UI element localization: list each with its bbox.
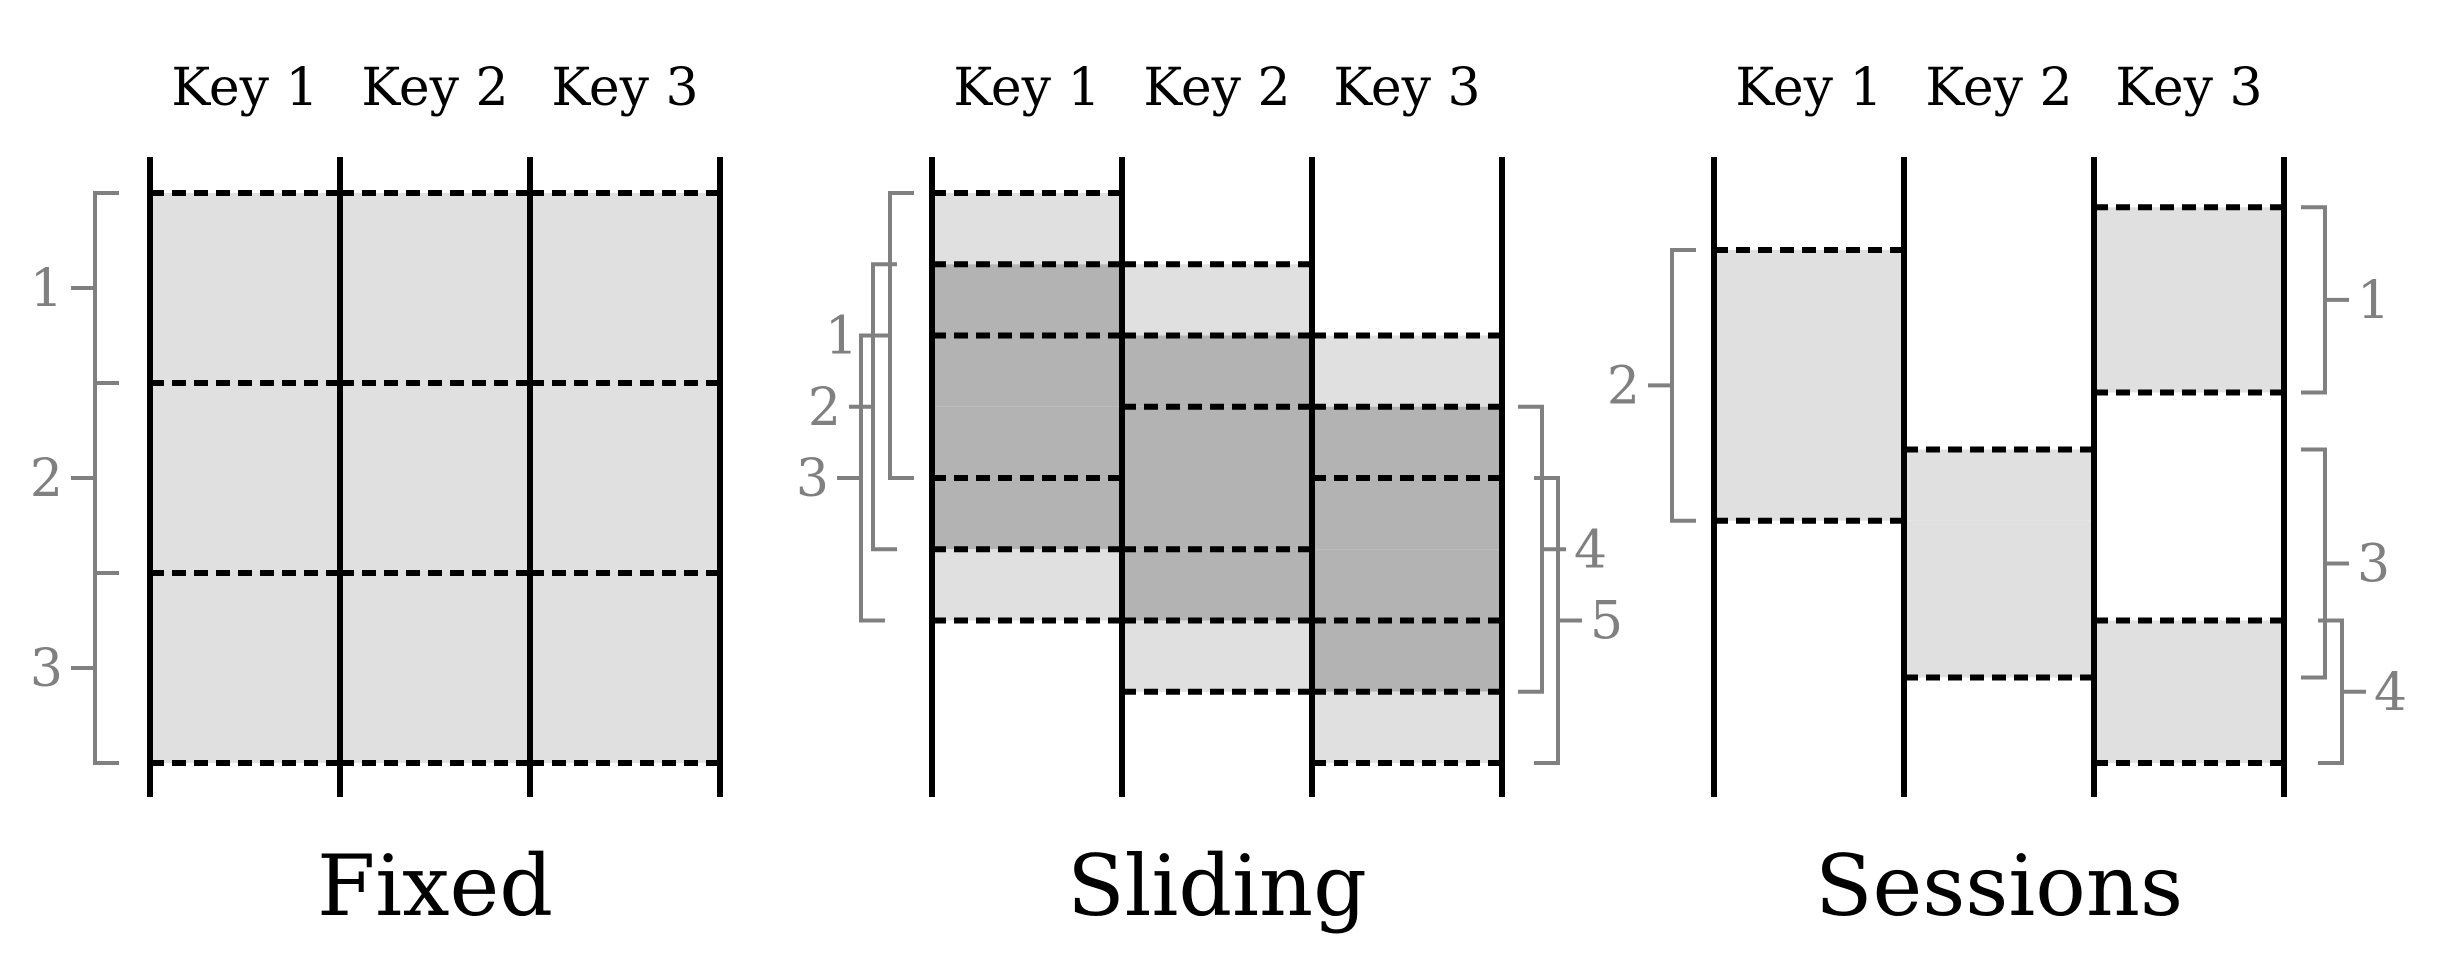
window-label: 2	[808, 378, 841, 438]
window-label: 1	[30, 259, 63, 319]
window-fill	[1904, 620, 2094, 678]
window-fill	[2094, 620, 2284, 678]
window-label: 4	[1574, 520, 1607, 580]
window-fill	[1714, 392, 1904, 450]
window-fill	[1122, 478, 1312, 550]
window-bracket	[1534, 476, 1582, 765]
window-fill	[1122, 335, 1312, 407]
window-label: 2	[1607, 356, 1640, 416]
window-fill	[932, 549, 1122, 621]
panel-title: Sliding	[1067, 837, 1367, 935]
window-bracket	[1518, 404, 1566, 694]
window-fill	[932, 406, 1122, 478]
window-fill	[1122, 549, 1312, 621]
window-fill	[1122, 620, 1312, 692]
window-fill	[1714, 250, 1904, 393]
key-label: Key 1	[1735, 58, 1882, 118]
window-fill	[932, 193, 1122, 265]
key-label: Key 2	[1925, 58, 2072, 118]
window-fill	[150, 573, 340, 763]
key-label: Key 3	[1333, 58, 1480, 118]
window-fill	[1714, 449, 1904, 521]
window-fill	[2094, 250, 2284, 393]
window-fill	[1312, 691, 1502, 763]
window-bracket	[2301, 205, 2349, 395]
window-fill	[1312, 335, 1502, 407]
window-fill	[1904, 520, 2094, 621]
window-fill	[340, 193, 530, 383]
panel-title: Fixed	[317, 837, 553, 935]
window-bracket	[71, 381, 119, 575]
window-fill	[1312, 478, 1502, 550]
window-label: 3	[30, 639, 63, 699]
window-fill	[150, 383, 340, 573]
window-fill	[2094, 207, 2284, 250]
window-fill	[530, 193, 720, 383]
window-bracket	[1648, 248, 1696, 523]
window-fill	[530, 573, 720, 763]
key-label: Key 2	[361, 58, 508, 118]
key-label: Key 2	[1143, 58, 1290, 118]
fixed-panel: Key 1 Key 2 Key 3 Fixed 1 2 3	[30, 58, 723, 935]
window-fill	[2094, 677, 2284, 763]
window-fill	[1122, 264, 1312, 336]
key-label: Key 3	[551, 58, 698, 118]
window-label: 2	[30, 449, 63, 509]
window-fill	[1312, 406, 1502, 478]
window-fill	[1904, 449, 2094, 521]
window-bracket	[2318, 618, 2366, 765]
window-fill	[932, 478, 1122, 550]
window-bracket	[2301, 447, 2349, 680]
window-label: 4	[2374, 663, 2407, 723]
window-bracket	[71, 571, 119, 765]
sliding-panel: Key 1 Key 2 Key 3 Sliding 1 2 3 4 5	[796, 58, 1623, 935]
window-bracket	[837, 333, 885, 623]
key-label: Key 1	[953, 58, 1100, 118]
window-label: 3	[2357, 535, 2390, 595]
key-label: Key 3	[2115, 58, 2262, 118]
window-fill	[1122, 406, 1312, 478]
panel-title: Sessions	[1815, 837, 2183, 935]
window-fill	[1312, 549, 1502, 621]
window-fill	[340, 573, 530, 763]
window-fill	[932, 264, 1122, 336]
window-label: 3	[796, 449, 829, 509]
sessions-panel: Key 1 Key 2 Key 3 Sessions 2 1 3 4	[1607, 58, 2407, 935]
window-label: 5	[1590, 592, 1623, 652]
window-fill	[932, 335, 1122, 407]
window-label: 1	[825, 307, 858, 367]
window-fill	[1312, 620, 1502, 692]
window-fill	[530, 383, 720, 573]
window-bracket	[71, 191, 119, 385]
window-label: 1	[2357, 271, 2390, 331]
key-label: Key 1	[171, 58, 318, 118]
window-fill	[340, 383, 530, 573]
window-fill	[150, 193, 340, 383]
